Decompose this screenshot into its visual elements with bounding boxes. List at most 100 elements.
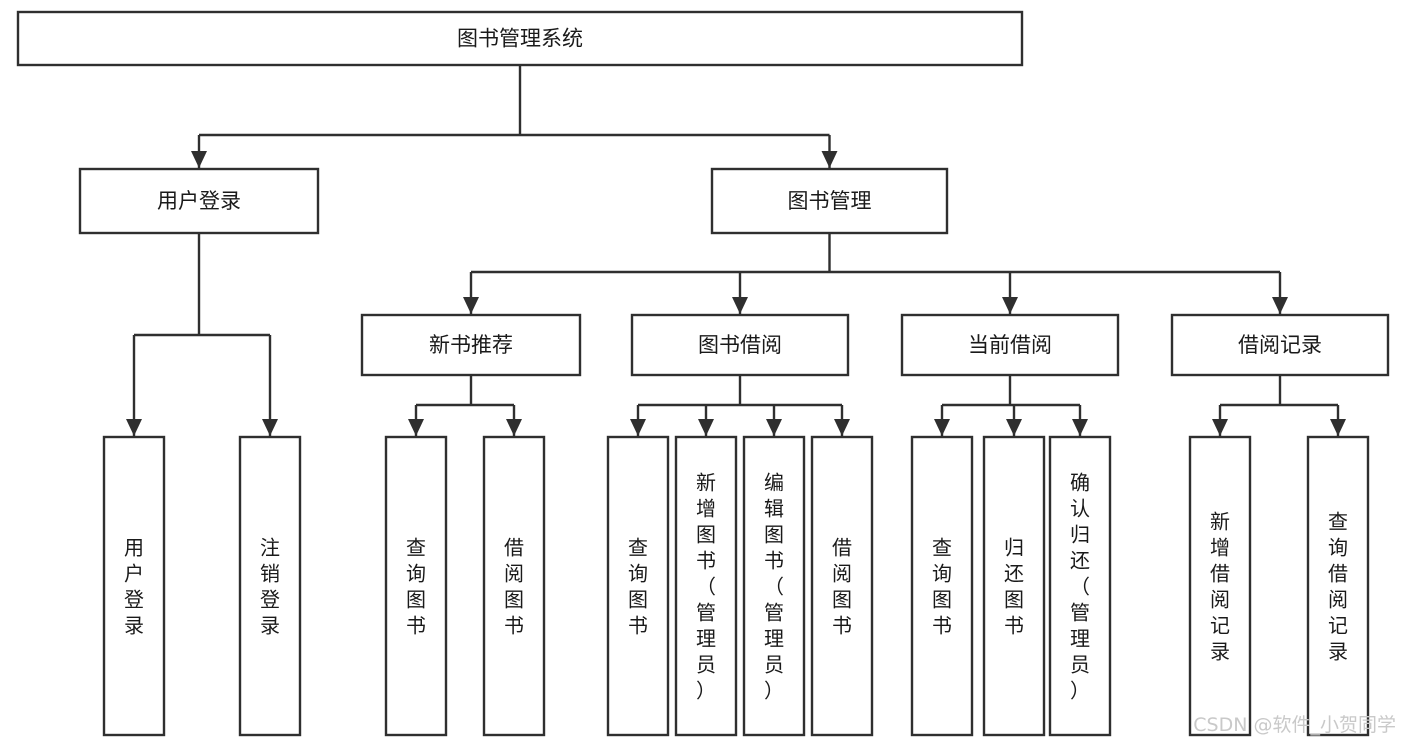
leaf-node-leaf-query-book-borrow-box — [606, 435, 670, 737]
leaf-node-leaf-add-book-label-char: 图 — [696, 522, 716, 546]
leaf-node-leaf-borrow-book-recommend-box — [482, 435, 546, 737]
leaf-node-leaf-edit-book-box — [742, 435, 806, 737]
leaf-node-leaf-query-book-recommend-label-char: 查 — [406, 535, 426, 559]
level2-node-user-login-box — [78, 167, 320, 235]
leaf-node-leaf-add-book-label-char: （ — [696, 574, 716, 598]
leaf-node-leaf-confirm-return-box — [1048, 435, 1112, 737]
leaf-node-leaf-logout-box — [238, 435, 302, 737]
leaf-node-leaf-confirm-return-label-char: 确 — [1070, 470, 1090, 494]
leaf-node-leaf-confirm-return-label-char: ） — [1070, 678, 1090, 702]
leaf-node-leaf-return-book-label-char: 还 — [1004, 561, 1024, 585]
leaf-node-leaf-add-borrow-record-label-char: 增 — [1210, 535, 1230, 559]
level2-node-book-management-label: 图书管理 — [788, 189, 872, 213]
leaf-node-leaf-query-book-borrow-label-char: 书 — [628, 613, 648, 637]
leaf-node-leaf-confirm-return-label-char: （ — [1070, 574, 1090, 598]
leaf-node-leaf-query-borrow-record-label-char: 询 — [1328, 535, 1348, 559]
leaf-node-leaf-user-login-label-char: 户 — [124, 561, 144, 585]
root-node-book-management-system[interactable]: 图书管理系统 — [16, 10, 1024, 67]
arrow-head-icon — [1002, 297, 1018, 314]
arrow-head-icon — [1072, 419, 1088, 436]
leaf-node-leaf-edit-book-label-char: ） — [764, 678, 784, 702]
arrow-head-icon — [1272, 297, 1288, 314]
level2-node-book-management[interactable]: 图书管理 — [710, 167, 949, 235]
leaf-node-leaf-confirm-return-label-char: 理 — [1070, 626, 1090, 650]
level2-node-user-login-label: 用户登录 — [157, 189, 241, 213]
arrow-head-icon — [698, 419, 714, 436]
leaf-node-leaf-add-book-label-char: 员 — [696, 652, 716, 676]
leaf-node-leaf-edit-book-label-char: （ — [764, 574, 784, 598]
arrow-head-icon — [834, 419, 850, 436]
level3-node-borrow-record-box — [1170, 313, 1390, 377]
leaf-node-leaf-edit-book-label-char: 编 — [764, 470, 784, 494]
arrow-head-icon — [262, 419, 278, 436]
leaf-node-leaf-confirm-return-label-char: 还 — [1070, 548, 1090, 572]
leaf-node-leaf-query-book-borrow-label-char: 图 — [628, 587, 648, 611]
boxes-layer: 图书管理系统用户登录图书管理新书推荐图书借阅当前借阅借阅记录用户登录注销登录查询… — [16, 10, 1390, 737]
leaf-node-leaf-query-book-current-label-char: 查 — [932, 535, 952, 559]
level3-node-current-borrow-label: 当前借阅 — [968, 333, 1052, 357]
leaf-node-leaf-return-book-label-char: 图 — [1004, 587, 1024, 611]
leaf-node-leaf-edit-book-label-char: 员 — [764, 652, 784, 676]
leaf-node-leaf-user-login[interactable]: 用户登录 — [102, 435, 166, 737]
leaf-node-leaf-logout-label-char: 注 — [260, 535, 280, 559]
leaf-node-leaf-add-borrow-record-label-char: 记 — [1210, 613, 1230, 637]
leaf-node-leaf-user-login-box — [102, 435, 166, 737]
level3-node-book-borrow-box — [630, 313, 850, 377]
leaf-node-leaf-borrow-book-recommend-label-char: 书 — [504, 613, 524, 637]
leaf-node-leaf-query-borrow-record-box — [1306, 435, 1370, 737]
leaf-node-leaf-add-borrow-record-label-char: 录 — [1210, 639, 1230, 663]
arrow-head-icon — [821, 151, 838, 168]
level3-node-new-book-recommend[interactable]: 新书推荐 — [360, 313, 582, 377]
arrow-head-icon — [408, 419, 424, 436]
leaf-node-leaf-query-book-current-box — [910, 435, 974, 737]
leaf-node-leaf-query-book-recommend-box — [384, 435, 448, 737]
leaf-node-leaf-edit-book-label-char: 图 — [764, 522, 784, 546]
level3-node-new-book-recommend-box — [360, 313, 582, 377]
leaf-node-leaf-borrow-book-recommend-label-char: 借 — [504, 535, 524, 559]
leaf-node-leaf-edit-book-label-char: 辑 — [764, 496, 784, 520]
leaf-node-leaf-confirm-return-label-char: 管 — [1070, 600, 1090, 624]
level2-node-user-login[interactable]: 用户登录 — [78, 167, 320, 235]
level3-node-book-borrow[interactable]: 图书借阅 — [630, 313, 850, 377]
arrow-head-icon — [1006, 419, 1022, 436]
arrow-head-icon — [934, 419, 950, 436]
leaf-node-leaf-borrow-book-recommend-label-char: 图 — [504, 587, 524, 611]
level3-node-borrow-record-label: 借阅记录 — [1238, 333, 1322, 357]
leaf-node-leaf-borrow-book-box — [810, 435, 874, 737]
leaf-node-leaf-add-book-label-char: 新 — [696, 470, 716, 494]
leaf-node-leaf-query-book-recommend-label-char: 书 — [406, 613, 426, 637]
leaf-node-leaf-query-book-recommend-label-char: 图 — [406, 587, 426, 611]
leaf-node-leaf-logout-label-char: 登 — [260, 587, 280, 611]
leaf-node-leaf-edit-book-label-char: 管 — [764, 600, 784, 624]
leaf-node-leaf-return-book-label-char: 书 — [1004, 613, 1024, 637]
leaf-node-leaf-add-book-label-char: 理 — [696, 626, 716, 650]
leaf-node-leaf-add-book-label-char: 增 — [696, 496, 716, 520]
leaf-node-leaf-query-book-current-label-char: 图 — [932, 587, 952, 611]
leaf-node-leaf-borrow-book-recommend-label-char: 阅 — [504, 561, 524, 585]
leaf-node-leaf-add-borrow-record-label-char: 新 — [1210, 509, 1230, 533]
csdn-watermark: CSDN @软件_小贺同学 — [1193, 714, 1396, 736]
leaf-node-leaf-add-borrow-record-box — [1188, 435, 1252, 737]
leaf-node-leaf-add-borrow-record-label-char: 阅 — [1210, 587, 1230, 611]
leaf-node-leaf-confirm-return-label-char: 员 — [1070, 652, 1090, 676]
level2-node-book-management-box — [710, 167, 949, 235]
leaf-node-leaf-query-borrow-record-label-char: 记 — [1328, 613, 1348, 637]
level3-node-current-borrow[interactable]: 当前借阅 — [900, 313, 1120, 377]
arrow-head-icon — [1330, 419, 1346, 436]
level3-node-borrow-record[interactable]: 借阅记录 — [1170, 313, 1390, 377]
leaf-node-leaf-user-login-label-char: 录 — [124, 613, 144, 637]
